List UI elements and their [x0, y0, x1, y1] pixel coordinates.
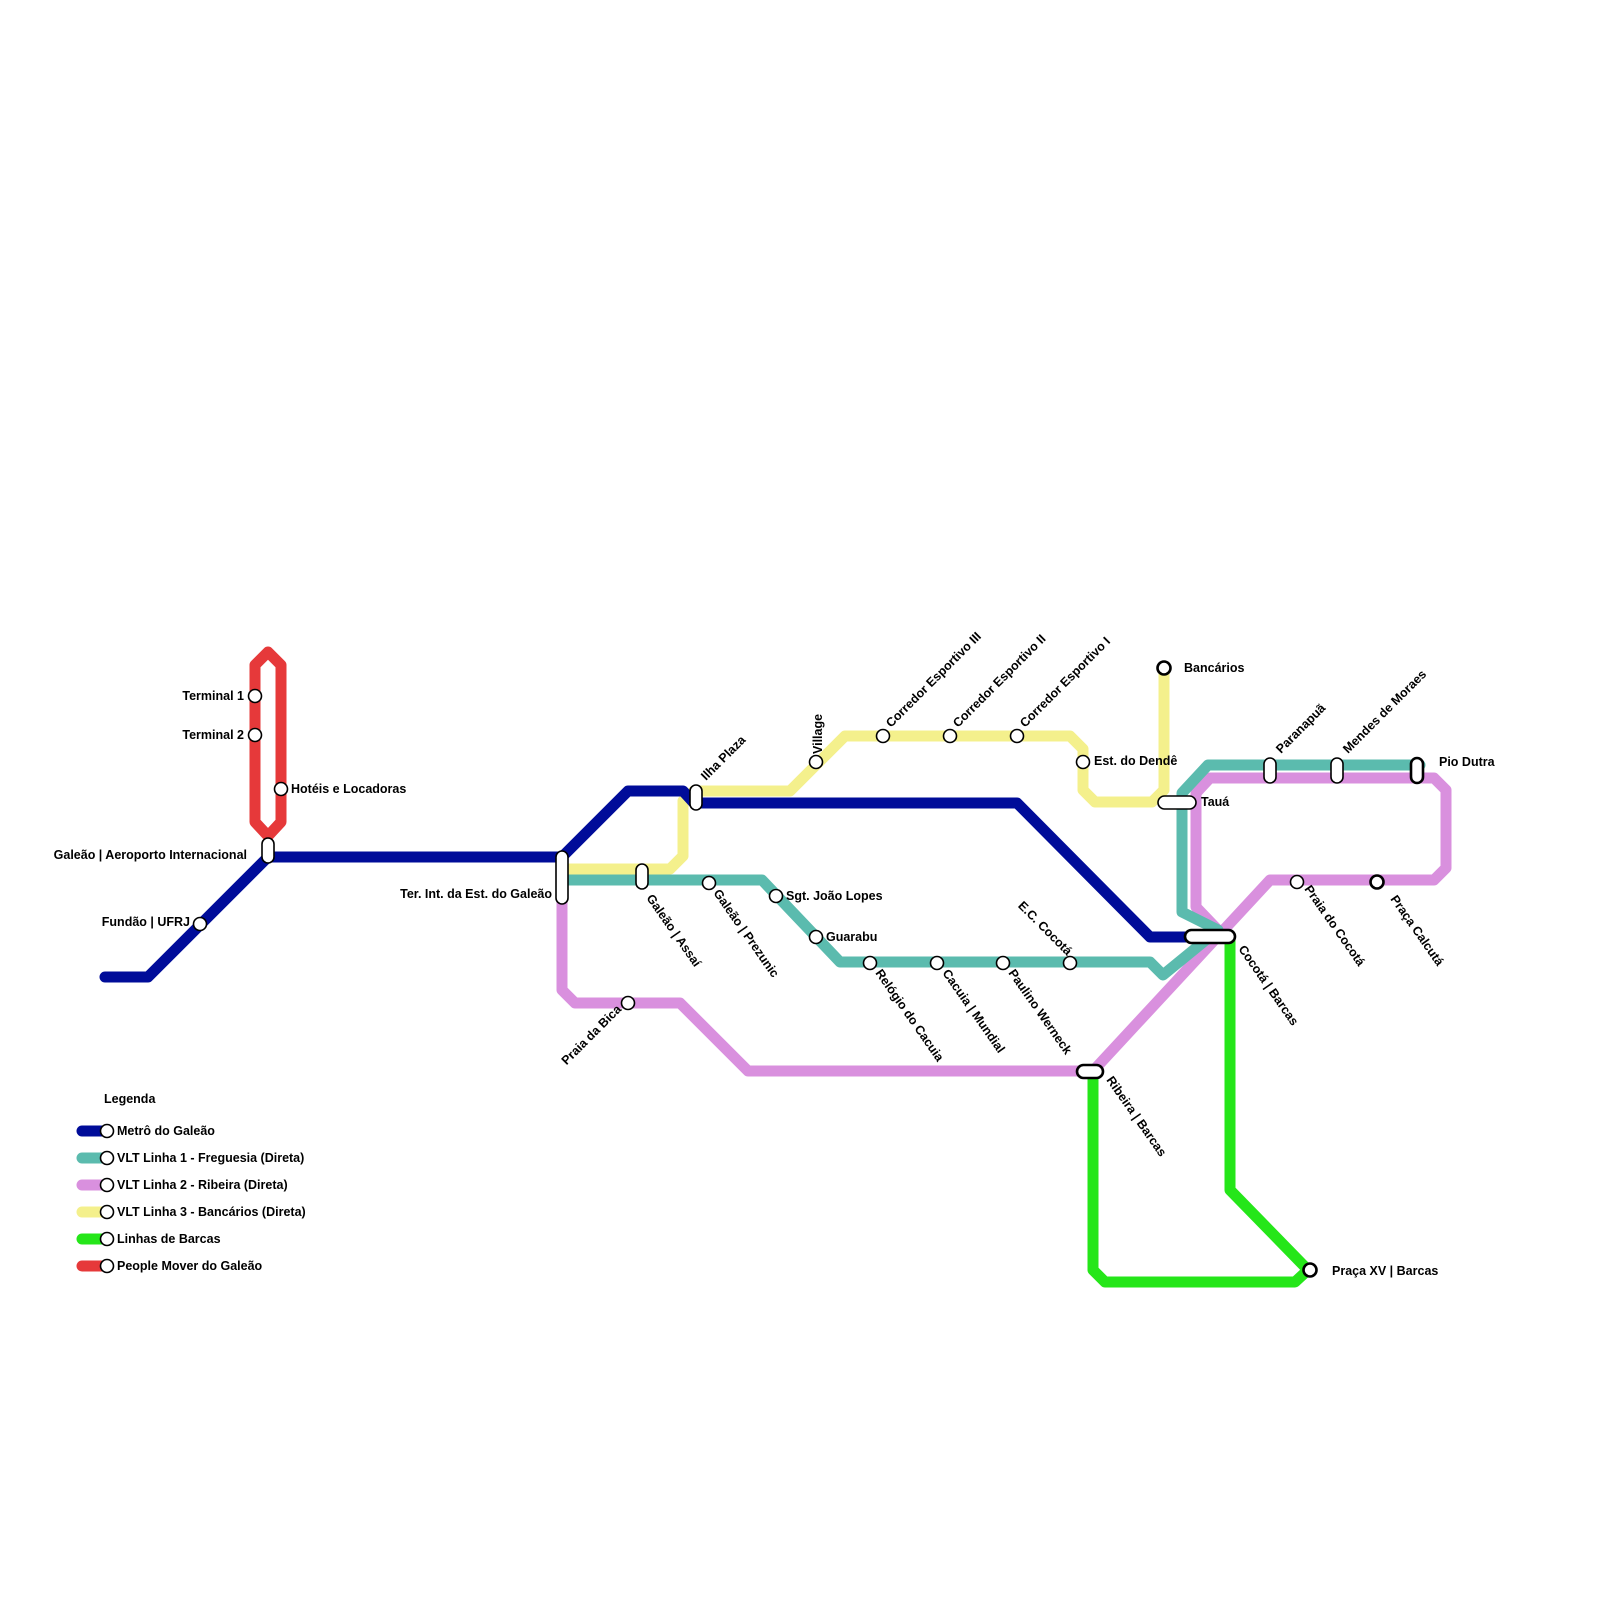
legend-station-icon: [99, 1258, 115, 1274]
barcas-line-cocota: [1224, 931, 1314, 1276]
station-praca-xv[interactable]: [1302, 1262, 1318, 1278]
station-galeao-prezunic[interactable]: [701, 875, 717, 891]
station-praia-bica[interactable]: [620, 995, 636, 1011]
station-guarabu[interactable]: [808, 929, 824, 945]
station-corredor-3[interactable]: [875, 728, 891, 744]
label-est-dende: Est. do Dendê: [1094, 754, 1177, 768]
station-relogio[interactable]: [862, 955, 878, 971]
label-bancarios: Bancários: [1184, 661, 1244, 675]
label-sgt-joao-lopes: Sgt. João Lopes: [786, 889, 883, 903]
label-praca-xv: Praça XV | Barcas: [1332, 1264, 1438, 1278]
metro-line: [99, 785, 1236, 983]
label-galeao-assai: Galeão | Assaí: [644, 892, 705, 970]
station-taua[interactable]: [1157, 795, 1197, 810]
station-corredor-1[interactable]: [1009, 728, 1025, 744]
station-terminal-1[interactable]: [247, 688, 263, 704]
stations: [192, 660, 1425, 1278]
label-terminal-1: Terminal 1: [182, 689, 244, 703]
station-galeao-aeroporto[interactable]: [261, 837, 275, 864]
legend-station-icon: [99, 1177, 115, 1193]
station-fundao[interactable]: [192, 916, 208, 932]
legend-station-icon: [99, 1150, 115, 1166]
station-village[interactable]: [808, 754, 824, 770]
legend-label-people: People Mover do Galeão: [117, 1259, 263, 1273]
legend-label-vlt1: VLT Linha 1 - Freguesia (Direta): [117, 1151, 304, 1165]
label-hoteis: Hotéis e Locadoras: [291, 782, 406, 796]
station-pio-dutra[interactable]: [1409, 756, 1425, 785]
station-mendes[interactable]: [1330, 757, 1344, 784]
legend-label-barcas: Linhas de Barcas: [117, 1232, 221, 1246]
label-paranapua: Paranapuã: [1273, 701, 1328, 756]
label-pio-dutra: Pio Dutra: [1439, 755, 1496, 769]
label-ilha-plaza: Ilha Plaza: [698, 732, 749, 783]
station-terminal-2[interactable]: [247, 727, 263, 743]
label-terminal-2: Terminal 2: [182, 728, 244, 742]
station-galeao-assai[interactable]: [635, 863, 649, 890]
legend-station-icon: [99, 1123, 115, 1139]
station-cacuia[interactable]: [929, 955, 945, 971]
legend-station-icon: [99, 1231, 115, 1247]
station-corredor-2[interactable]: [942, 728, 958, 744]
label-guarabu: Guarabu: [826, 930, 877, 944]
label-cacuia: Cacuia | Mundial: [940, 967, 1008, 1056]
legend-label-vlt3: VLT Linha 3 - Bancários (Direta): [117, 1205, 306, 1219]
station-ter-int[interactable]: [555, 850, 569, 905]
vlt3-line: [556, 662, 1170, 875]
label-village: Village: [811, 714, 825, 754]
label-ec-cocota: E.C. Cocotá: [1015, 899, 1075, 959]
label-praca-calcuta: Praça Calcutá: [1388, 893, 1447, 969]
legend-station-icon: [99, 1204, 115, 1220]
label-relogio: Relógio do Cacuia: [873, 967, 948, 1065]
label-fundao: Fundão | UFRJ: [102, 915, 190, 929]
people-mover-line: [249, 646, 287, 842]
station-cocota-barcas[interactable]: [1183, 928, 1237, 945]
station-paranapua[interactable]: [1263, 757, 1277, 784]
label-ribeira-barcas: Ribeira | Barcas: [1104, 1074, 1170, 1159]
label-taua: Tauá: [1201, 795, 1229, 809]
station-sgt-joao-lopes[interactable]: [768, 888, 784, 904]
station-ilha-plaza[interactable]: [689, 784, 703, 811]
legend-label-vlt2: VLT Linha 2 - Ribeira (Direta): [117, 1178, 288, 1192]
station-bancarios[interactable]: [1156, 660, 1172, 676]
barcas-line-ribeira: [1087, 1066, 1314, 1288]
legend-label-metro: Metrô do Galeão: [117, 1124, 215, 1138]
station-praca-calcuta[interactable]: [1369, 874, 1385, 890]
station-hoteis[interactable]: [273, 781, 289, 797]
station-praia-cocota[interactable]: [1289, 874, 1305, 890]
vlt2-line-west: [556, 772, 1452, 1077]
label-mendes: Mendes de Moraes: [1340, 667, 1429, 756]
station-ec-cocota[interactable]: [1062, 955, 1078, 971]
label-praia-bica: Praia da Bica: [559, 1001, 625, 1067]
vlt1-line: [556, 759, 1426, 981]
label-paulino: Paulino Werneck: [1006, 967, 1075, 1057]
label-ter-int: Ter. Int. da Est. do Galeão: [400, 887, 552, 901]
label-cocota-barcas: Cocotá | Barcas: [1236, 943, 1302, 1028]
station-paulino[interactable]: [995, 955, 1011, 971]
station-est-dende[interactable]: [1075, 754, 1091, 770]
label-galeao-aeroporto: Galeão | Aeroporto Internacional: [54, 848, 247, 862]
label-praia-cocota: Praia do Cocotá: [1302, 883, 1368, 969]
legend-title: Legenda: [104, 1092, 156, 1106]
station-ribeira-barcas[interactable]: [1075, 1063, 1105, 1080]
